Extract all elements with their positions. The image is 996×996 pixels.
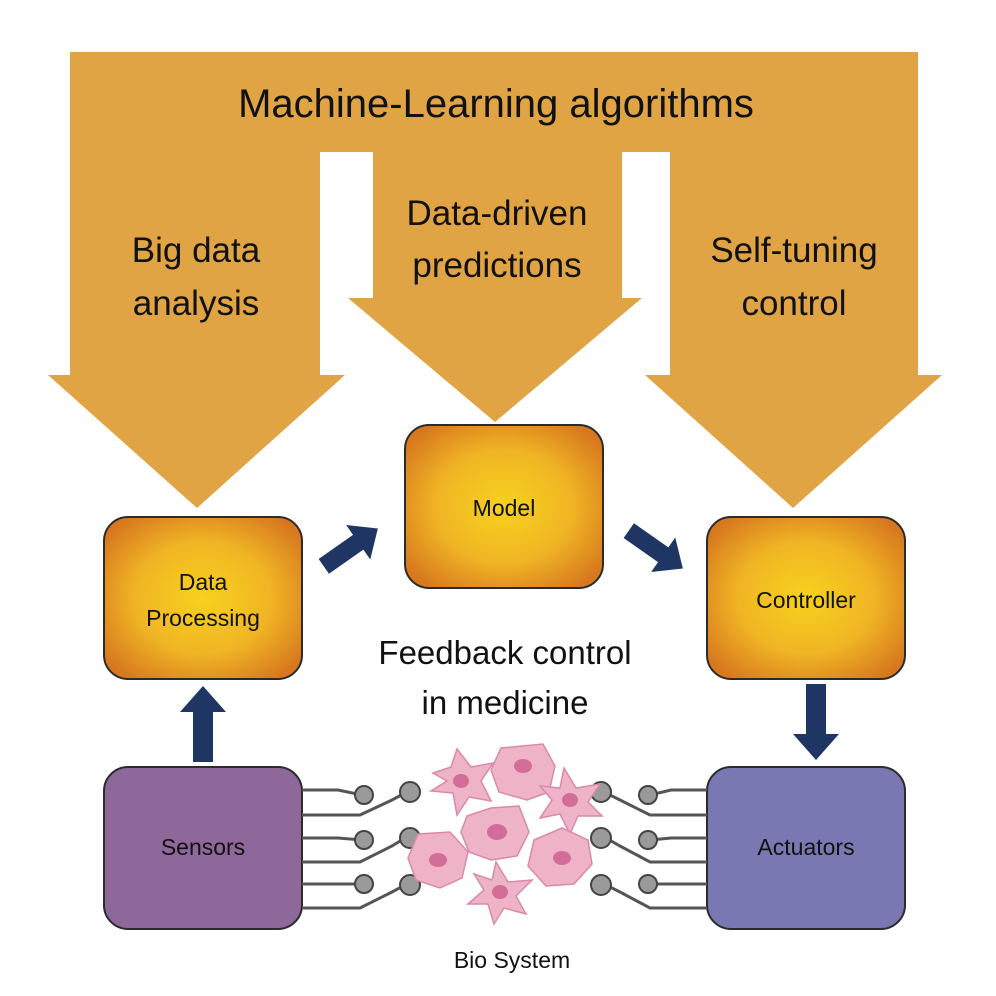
branch-left-line1: Big data (132, 231, 261, 270)
cell (466, 860, 534, 926)
bio-system-label: Bio System (454, 947, 570, 973)
cell (490, 743, 556, 801)
data-processing-label-line1: Data (179, 569, 228, 595)
model-box (404, 424, 604, 589)
controller-box (706, 516, 906, 680)
controller-label: Controller (756, 587, 856, 613)
data-processing-box (103, 516, 303, 680)
ml-algorithms-arrow (48, 52, 942, 508)
actuator-electrodes (605, 788, 707, 910)
actuators-box (706, 766, 906, 930)
branch-right-line2: control (741, 284, 846, 323)
arrow-model-to-controller (623, 523, 683, 572)
actuators-label: Actuators (757, 834, 854, 860)
sensors-box (103, 766, 303, 930)
sensor-electrode-tips (354, 781, 421, 896)
actuator-electrode-tips (590, 781, 658, 896)
data-processing-label-line2: Processing (146, 605, 260, 631)
center-caption-line1: Feedback control (378, 634, 631, 671)
model-label: Model (473, 495, 536, 521)
cell (407, 831, 469, 889)
branch-left-line2: analysis (133, 284, 259, 323)
bio-cells (407, 743, 604, 926)
branch-right-line1: Self-tuning (710, 231, 877, 270)
arrow-sensors-to-processing (180, 686, 226, 762)
branch-middle-line1: Data-driven (407, 194, 588, 233)
cell (428, 747, 495, 817)
arrow-controller-to-actuators (793, 684, 839, 760)
ml-title: Machine-Learning algorithms (238, 82, 754, 126)
sensors-label: Sensors (161, 834, 245, 860)
branch-middle-line2: predictions (412, 246, 581, 285)
arrow-processing-to-model (318, 525, 378, 574)
cell (527, 827, 593, 887)
cell (460, 805, 530, 861)
sensor-electrodes (302, 788, 406, 910)
center-caption-line2: in medicine (422, 684, 589, 721)
